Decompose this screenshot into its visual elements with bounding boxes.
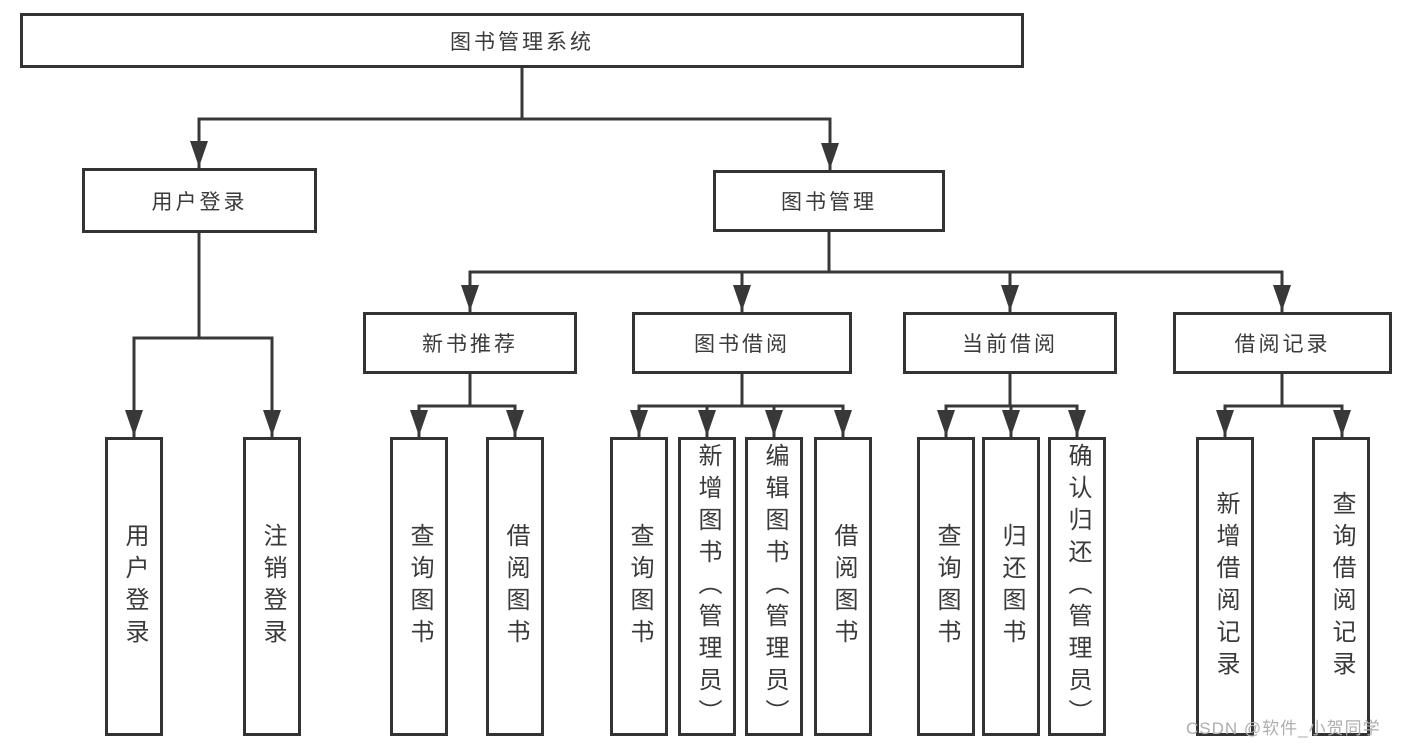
leaf-current-return: 归还图书 <box>982 437 1040 736</box>
leaf-borrow-add-admin: 新增图书（管理员） <box>678 437 736 736</box>
leaf-record-query: 查询借阅记录 <box>1312 437 1370 736</box>
node-book-manage: 图书管理 <box>713 170 945 232</box>
node-label: 注销登录 <box>259 522 286 651</box>
node-label: 用户登录 <box>121 522 148 651</box>
connector-newbook-to-leaves <box>410 372 524 438</box>
node-label: 编辑图书（管理员） <box>761 442 788 731</box>
node-label: 图书管理系统 <box>450 30 594 54</box>
node-label: 新书推荐 <box>422 333 518 356</box>
node-new-book-recommend: 新书推荐 <box>363 312 577 374</box>
node-label: 图书借阅 <box>694 333 790 356</box>
leaf-current-confirm-return-admin: 确认归还（管理员） <box>1048 437 1106 736</box>
node-label: 归还图书 <box>998 522 1025 651</box>
node-label: 查询图书 <box>933 522 960 651</box>
node-label: 查询图书 <box>406 522 433 651</box>
node-root-system: 图书管理系统 <box>20 13 1024 68</box>
connector-records-to-leaves <box>1216 372 1351 438</box>
connector-manage-to-level3 <box>461 230 1291 313</box>
node-label: 查询图书 <box>626 522 653 651</box>
csdn-watermark: CSDN @软件_小贺同学 <box>1186 719 1381 738</box>
node-book-borrow: 图书借阅 <box>632 312 852 374</box>
connector-borrow-to-leaves <box>630 372 852 438</box>
node-label: 借阅图书 <box>502 522 529 651</box>
node-label: 当前借阅 <box>962 333 1058 356</box>
node-label: 新增图书（管理员） <box>694 442 721 731</box>
leaf-borrow-query: 查询图书 <box>610 437 668 736</box>
node-label: 借阅记录 <box>1234 333 1331 356</box>
leaf-current-query: 查询图书 <box>917 437 975 736</box>
node-label: 确认归还（管理员） <box>1064 442 1091 731</box>
leaf-newbook-borrow: 借阅图书 <box>486 437 544 736</box>
connector-root-to-level2 <box>190 66 839 171</box>
node-user-login: 用户登录 <box>82 168 317 233</box>
leaf-newbook-query: 查询图书 <box>390 437 448 736</box>
node-label: 查询借阅记录 <box>1328 490 1355 683</box>
leaf-borrow-book: 借阅图书 <box>814 437 872 736</box>
connector-login-to-leaves <box>125 231 281 438</box>
node-current-borrow: 当前借阅 <box>903 312 1117 374</box>
connector-current-to-leaves <box>937 372 1086 438</box>
leaf-user-login: 用户登录 <box>105 437 163 736</box>
node-label: 用户登录 <box>151 190 248 214</box>
leaf-logout: 注销登录 <box>243 437 301 736</box>
leaf-borrow-edit-admin: 编辑图书（管理员） <box>745 437 803 736</box>
node-label: 新增借阅记录 <box>1212 490 1239 683</box>
node-label: 图书管理 <box>781 191 877 214</box>
leaf-record-add: 新增借阅记录 <box>1196 437 1254 736</box>
node-borrow-records: 借阅记录 <box>1173 312 1392 374</box>
node-label: 借阅图书 <box>830 522 857 651</box>
